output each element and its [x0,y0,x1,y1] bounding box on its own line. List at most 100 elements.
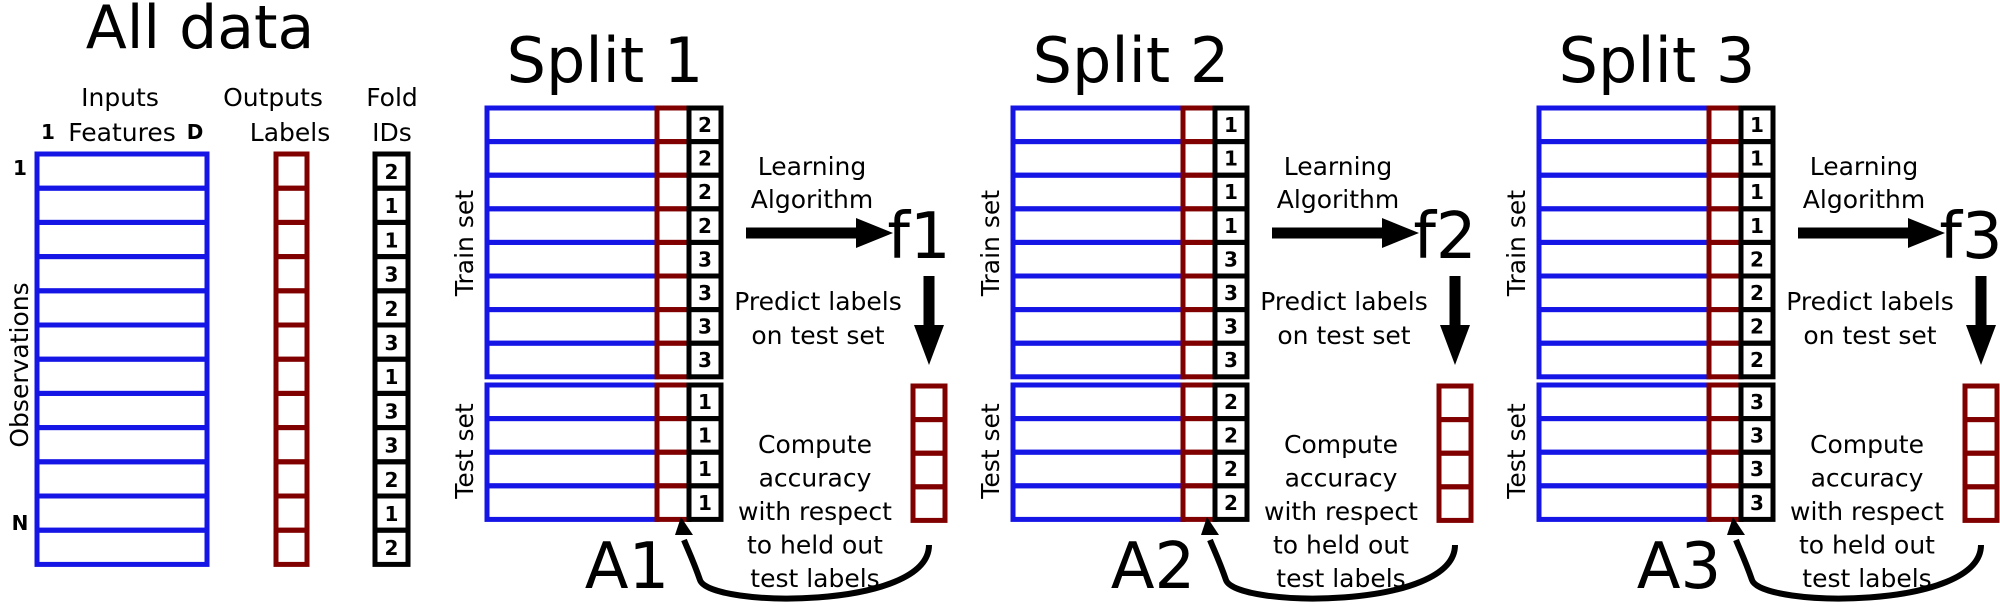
train-feature-row [1010,206,1186,245]
predicted-label-cell [1436,484,1474,523]
feature-row [34,254,210,294]
test-label-cell [1180,449,1218,489]
train-label-cell [1180,307,1218,346]
train-feature-row [484,307,660,346]
predict-labels-text: Predict labels [1260,287,1428,316]
accuracy-label: A2 [1111,530,1196,604]
predict-arrow-head [1966,325,1996,365]
test-feature-row [1536,483,1712,522]
train-label-cell [1706,105,1744,145]
compute-accuracy-text: accuracy [759,464,872,493]
train-feature-row [1010,340,1186,380]
test-label-cell [654,483,692,522]
learning-algorithm-label: Algorithm [751,185,873,214]
train-fold-id-value: 3 [1224,348,1238,372]
test-set-label: Test set [976,403,1005,500]
model-label: f2 [1413,200,1476,274]
train-label-cell [1706,172,1744,212]
label-cell [273,219,310,260]
train-feature-row [1536,307,1712,346]
fold-id-value: 2 [385,297,399,321]
test-feature-row [484,483,660,522]
train-fold-id-value: 1 [1750,113,1764,137]
train-set-label: Train set [976,190,1005,297]
train-label-cell [654,172,692,212]
split-title: Split 3 [1559,24,1756,97]
test-fold-id-value: 2 [1224,424,1238,448]
label-cell [273,288,310,328]
train-feature-row [1010,273,1186,313]
label-cell [273,185,310,225]
all-labels-column [273,151,310,567]
label-cell [273,390,310,431]
test-fold-id-value: 3 [1750,491,1764,515]
fold-id-value: 1 [385,228,399,252]
compute-accuracy-text: accuracy [1811,464,1924,493]
compute-accuracy-text: test labels [1276,564,1405,593]
learning-arrow-head [1382,218,1419,248]
train-feature-row [1010,307,1186,346]
accuracy-label: A1 [585,530,670,604]
test-fold-id-value: 1 [698,424,712,448]
train-label-cell [1180,172,1218,212]
learning-arrow-head [856,218,893,248]
train-feature-row [484,206,660,245]
train-fold-id-value: 3 [1224,281,1238,305]
predicted-label-cell [910,484,948,523]
feature-row [34,493,210,533]
predicted-label-cell [1436,450,1474,490]
train-fold-id-value: 1 [1750,147,1764,171]
fold-id-value: 1 [385,365,399,389]
outputs-header: Outputs [223,83,323,112]
train-label-cell [1706,239,1744,279]
train-label-cell [1706,139,1744,178]
split-title: Split 2 [1033,24,1230,97]
train-fold-id-value: 3 [1224,247,1238,271]
labels-header: Labels [250,118,330,147]
accuracy-curved-arrow [1733,538,1984,602]
train-fold-id-value: 3 [1224,315,1238,339]
accuracy-curved-arrow [1207,538,1458,602]
observation-first-index: 1 [13,156,27,180]
train-feature-row [1536,273,1712,313]
accuracy-arrow-head [1201,517,1219,535]
predict-labels-text: on test set [1277,321,1410,350]
test-label-cell [654,449,692,489]
test-fold-id-cell [1738,483,1776,522]
test-fold-id-value: 1 [698,491,712,515]
train-fold-id-value: 2 [698,147,712,171]
train-fold-id-value: 2 [698,214,712,238]
train-fold-id-value: 1 [1224,147,1238,171]
train-feature-row [484,273,660,313]
train-label-cell [1706,340,1744,380]
feature-row [34,527,210,567]
label-cell [273,527,310,567]
train-fold-id-value: 2 [1750,281,1764,305]
test-feature-row [1536,382,1712,422]
predicted-label-cell [1962,417,2000,456]
test-fold-id-value: 3 [1750,457,1764,481]
train-label-cell [1706,307,1744,346]
test-label-cell [1180,382,1218,422]
label-cell [273,151,310,191]
learning-algorithm-label: Learning [1284,152,1393,181]
predict-labels-text: on test set [1803,321,1936,350]
predicted-label-cell [1436,383,1474,423]
train-feature-row [484,139,660,178]
label-cell [273,459,310,499]
feature-row [34,185,210,225]
model-label: f3 [1939,200,2000,274]
train-set-label: Train set [450,190,479,297]
compute-accuracy-text: to held out [747,531,883,560]
predict-labels-text: Predict labels [1786,287,1954,316]
train-label-cell [654,105,692,145]
fold-id-value: 2 [385,468,399,492]
train-fold-id-value: 1 [1750,180,1764,204]
accuracy-label: A3 [1637,530,1722,604]
model-label: f1 [887,200,950,274]
test-set-label: Test set [450,403,479,500]
train-set-label: Train set [1502,190,1531,297]
compute-accuracy-text: to held out [1273,531,1409,560]
train-fold-id-cell [1212,340,1250,380]
